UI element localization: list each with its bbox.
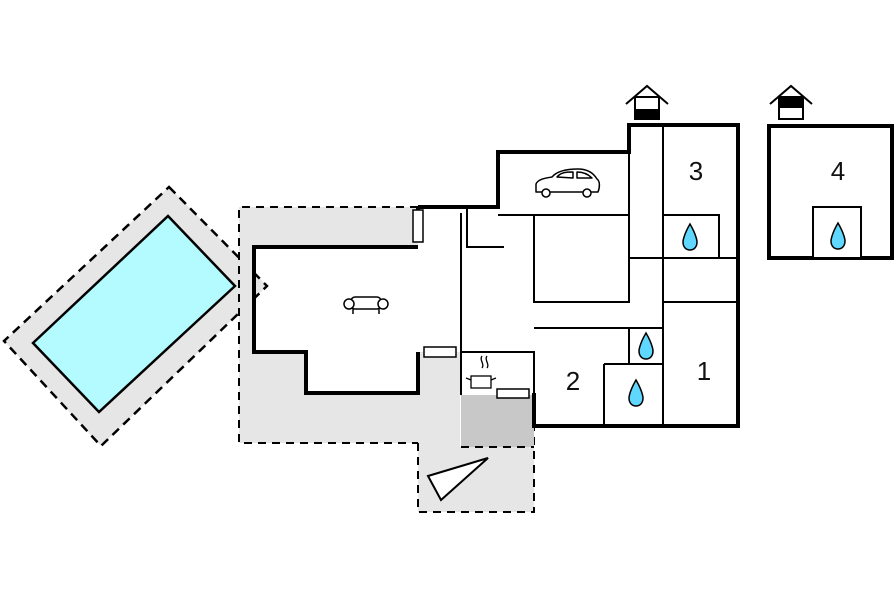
main-house-walls — [252, 123, 740, 428]
house-entrance-icon — [769, 84, 813, 120]
water-drop-icon — [638, 331, 654, 360]
water-drop-icon — [830, 221, 846, 250]
window-kitchen — [496, 388, 530, 399]
room-label-3: 3 — [689, 156, 703, 186]
living-room-wall — [252, 245, 420, 395]
kitchen-icon — [465, 355, 497, 389]
house-outer-wall — [418, 123, 740, 428]
terrace-area — [239, 207, 460, 447]
sofa-icon — [343, 296, 389, 314]
room-label-4: 4 — [831, 156, 845, 186]
room-label-1: 1 — [697, 356, 711, 386]
window-living-south — [423, 346, 457, 358]
bathrooms — [628, 214, 720, 407]
annex-building: 4 — [767, 84, 894, 260]
terrace — [238, 206, 535, 513]
water-drop-icon — [682, 222, 698, 251]
terrace-south-outline — [417, 428, 535, 513]
compass-arrow-icon — [426, 457, 489, 502]
pool — [2, 185, 269, 448]
water-drop-icon — [628, 378, 644, 407]
house-entrance-icon — [625, 84, 669, 120]
covered-terrace — [461, 395, 534, 447]
window-north — [412, 209, 424, 243]
room-label-2: 2 — [566, 366, 580, 396]
car-icon — [535, 168, 601, 198]
windows — [412, 209, 530, 399]
pool-water — [31, 214, 237, 414]
terrace-outline — [238, 206, 418, 444]
